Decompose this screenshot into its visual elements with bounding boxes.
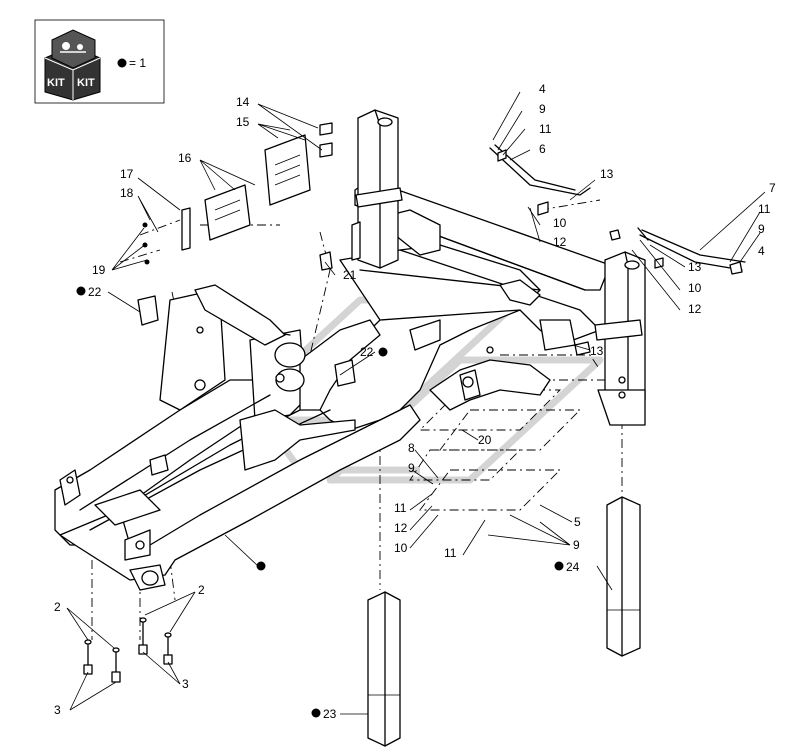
callout-22-left: 22 (88, 285, 102, 299)
callout-15: 15 (236, 115, 250, 129)
callout-11-mid: 11 (394, 501, 407, 515)
callout-18: 18 (120, 186, 134, 200)
kit-legend-box: KIT KIT = 1 (34, 19, 165, 104)
callout-11-top: 11 (539, 122, 552, 136)
callout-8: 8 (408, 441, 415, 455)
callout-22-center: 22 (360, 345, 374, 359)
callout-10-top: 10 (553, 216, 567, 230)
left-upright-column (355, 109, 403, 269)
callout-5: 5 (574, 515, 581, 529)
callout-17: 17 (120, 167, 134, 181)
kit-bullet-icon (117, 58, 127, 68)
callout-3-left: 3 (54, 703, 61, 717)
callout-labels: 14 15 16 17 18 19 22 21 22 4 9 11 6 13 1… (54, 82, 776, 721)
callout-24: 24 (566, 560, 580, 574)
callout-14: 14 (236, 95, 250, 109)
callout-23: 23 (323, 707, 337, 721)
callout-3-right: 3 (182, 677, 189, 691)
callout-13-mid: 13 (590, 344, 604, 358)
callout-2-right: 2 (198, 583, 205, 597)
callout-9-top: 9 (539, 102, 546, 116)
main-frame (54, 244, 601, 591)
callout-16: 16 (178, 151, 192, 165)
callout-11-right: 11 (758, 202, 771, 216)
small-hardware (137, 122, 743, 387)
callout-9-mid: 9 (408, 461, 415, 475)
callout-11-low: 11 (444, 546, 457, 560)
kit-bullet-icon (76, 286, 86, 296)
callout-10-right: 10 (688, 281, 702, 295)
bolts-bottom-left (83, 617, 173, 683)
frame-holes (66, 326, 494, 550)
kit-bullet-icon (378, 347, 388, 357)
ballast-bar-23 (367, 591, 401, 747)
callout-13-right: 13 (688, 260, 702, 274)
callout-12-top: 12 (553, 235, 567, 249)
kit-label-right: KIT (77, 77, 95, 89)
callout-9-right: 9 (758, 222, 765, 236)
kit-bullet-icon (256, 561, 266, 571)
leader-lines (66, 91, 766, 715)
callout-6: 6 (539, 142, 546, 156)
callout-19: 19 (92, 263, 106, 277)
kit-legend-text: = 1 (129, 56, 146, 70)
callout-20: 20 (478, 433, 492, 447)
callout-12-mid: 12 (394, 521, 408, 535)
right-upright-column (594, 251, 646, 426)
kit-bullet-icon (554, 561, 564, 571)
callout-7: 7 (769, 181, 776, 195)
callout-21: 21 (343, 268, 357, 282)
ballast-bar-24 (606, 496, 641, 657)
tie-rods (489, 144, 746, 271)
callout-9-low: 9 (573, 538, 580, 552)
callout-4-top: 4 (539, 82, 546, 96)
callout-10-mid: 10 (394, 541, 408, 555)
callout-12-right: 12 (688, 302, 702, 316)
kit-cube-icon: KIT KIT (44, 29, 101, 101)
callout-13-top: 13 (600, 167, 614, 181)
callout-2-left: 2 (54, 600, 61, 614)
kit-bullet-icon (311, 708, 321, 718)
callout-4-right: 4 (758, 244, 765, 258)
kit-label-left: KIT (47, 77, 65, 89)
